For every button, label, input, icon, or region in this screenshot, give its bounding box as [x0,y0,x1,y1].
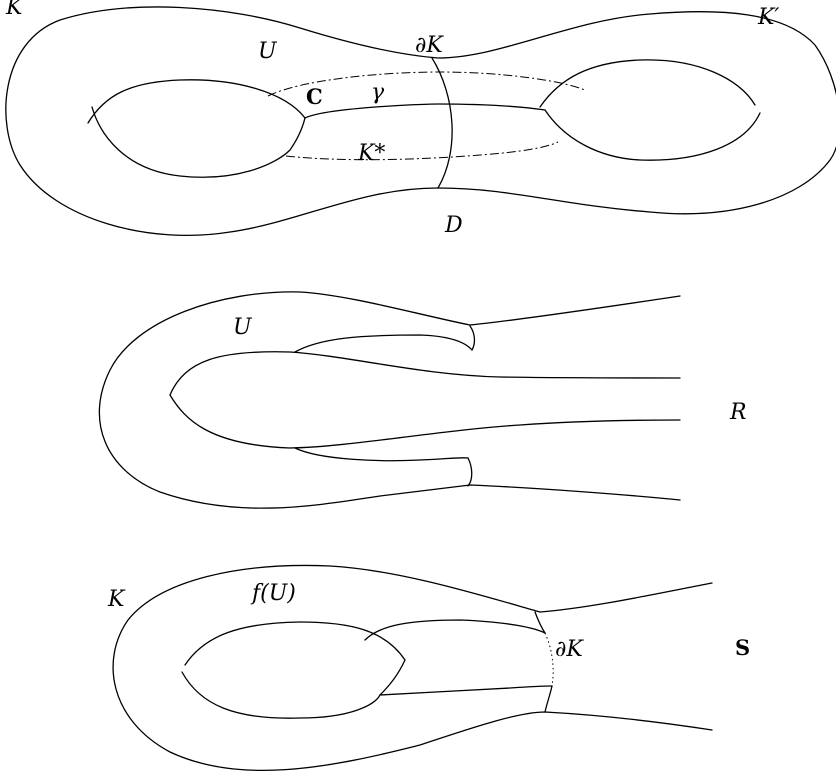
middle-lower-slit-curve [294,447,469,462]
middle-upper-slit-curve [294,334,473,353]
bottom-upper-cap [534,611,546,634]
bottom-lower-arm-curve [379,685,553,696]
bottom-upper-arm-curve [364,619,546,641]
gamma-curve [304,103,546,119]
label-S: S [735,635,750,660]
bottom-surface-figure: K f(U) ∂K S [107,564,750,772]
right-hole-top-curve [539,59,756,108]
bottom-dotted-boundary-curve [544,632,554,687]
middle-lower-slit-cap [467,457,473,487]
label-boundary-K-bottom: ∂K [555,637,584,662]
label-R: R [729,400,747,425]
bottom-lower-cap [544,685,553,713]
right-hole-bottom-curve [544,109,761,161]
middle-surface-figure: U R [98,291,747,509]
label-boundary-K: ∂K [415,33,444,58]
middle-inner-left-curve [169,394,681,449]
bottom-outer-curve [112,564,713,772]
left-hole-bottom-curve [91,106,306,178]
label-U-middle: U [233,315,253,340]
label-K-prime: K′ [757,5,779,30]
label-K: K [5,0,24,20]
label-gamma: γ [371,80,385,105]
left-hole-top-curve [87,79,306,124]
label-f-U: f(U) [250,581,296,606]
label-C: C [306,84,323,109]
middle-upper-slit-cap [469,325,476,351]
label-K-star: K* [357,141,385,166]
boundary-k-arc [431,57,453,189]
k-star-dashdot-curve [285,141,559,161]
middle-inner-top-curve [169,351,681,396]
bottom-hole-top-curve [184,621,406,666]
label-D: D [444,213,463,238]
middle-outer-top-curve [98,291,681,509]
bottom-hole-bottom-curve [181,659,406,719]
label-K-bottom: K [107,587,126,612]
label-U: U [258,39,278,64]
double-torus-figure: K K′ U ∂K C γ K* D [5,0,836,238]
